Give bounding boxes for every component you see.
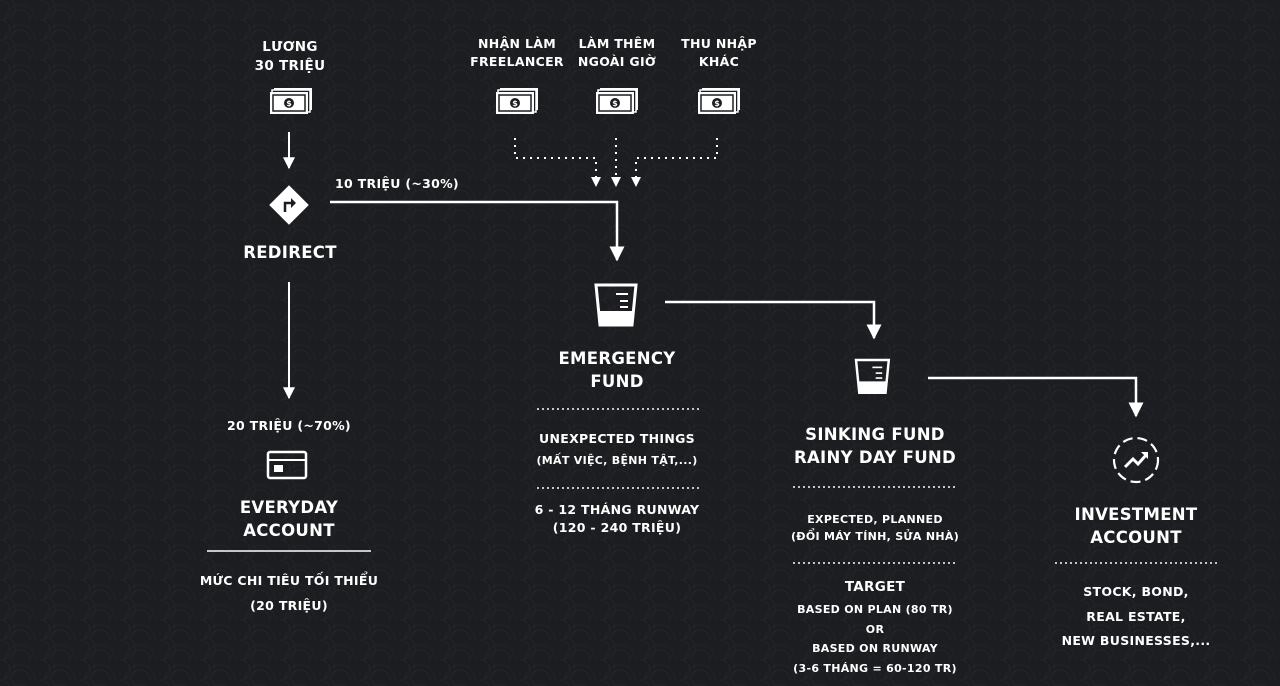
- everyday-title: EVERYDAY ACCOUNT: [239, 498, 339, 540]
- money-stack-icon-salary: [269, 87, 313, 115]
- emergency-target: 6 - 12 THÁNG RUNWAY (120 - 240 TRIỆU): [534, 502, 700, 535]
- measuring-cup-icon-emergency: [594, 283, 638, 327]
- emergency-title: EMERGENCY FUND: [558, 349, 676, 391]
- sinking-target-title: TARGET: [844, 579, 906, 595]
- split-everyday-label: 20 TRIỆU (~70%): [227, 418, 351, 433]
- investment-desc: STOCK, BOND, REAL ESTATE, NEW BUSINESSES…: [1061, 584, 1211, 648]
- sinking-target: BASED ON PLAN (80 TR) OR BASED ON RUNWAY…: [793, 603, 957, 675]
- sinking-title: SINKING FUND RAINY DAY FUND: [793, 425, 957, 467]
- money-stack-icon-freelancer: [495, 87, 539, 115]
- arrow-emergency-sinking: [665, 300, 882, 340]
- credit-card-icon: [266, 450, 308, 480]
- redirect-sign-icon: [269, 185, 309, 225]
- redirect-label: REDIRECT: [243, 243, 337, 262]
- income-freelancer-label: NHẬN LÀM FREELANCER: [470, 36, 564, 69]
- split-emergency-label: 10 TRIỆU (~30%): [335, 176, 459, 191]
- salary-label: LƯƠNG 30 TRIỆU: [254, 39, 326, 74]
- measuring-cup-icon-sinking: [854, 358, 891, 395]
- arrow-sinking-investment: [928, 376, 1144, 418]
- investment-title: INVESTMENT ACCOUNT: [1074, 505, 1198, 547]
- dotted-separators: [537, 408, 1218, 564]
- money-stack-icon-other: [697, 87, 741, 115]
- emergency-purpose-detail: (MẤT VIỆC, BỆNH TẬT,...): [536, 454, 698, 467]
- income-other-label: THU NHẬP KHÁC: [681, 36, 757, 69]
- everyday-desc: MỨC CHI TIÊU TỐI THIỂU (20 TRIỆU): [199, 573, 379, 613]
- emergency-purpose: UNEXPECTED THINGS: [539, 431, 695, 446]
- sinking-purpose: EXPECTED, PLANNED (ĐỔI MÁY TÍNH, SỬA NHÀ…: [790, 513, 960, 543]
- income-overtime-label: LÀM THÊM NGOÀI GIỜ: [577, 36, 657, 69]
- arrow-redirect-emergency: [330, 200, 625, 262]
- dotted-income-arrows: [514, 138, 718, 187]
- money-stack-icon-overtime: [595, 87, 639, 115]
- growth-chart-icon: [1112, 436, 1160, 484]
